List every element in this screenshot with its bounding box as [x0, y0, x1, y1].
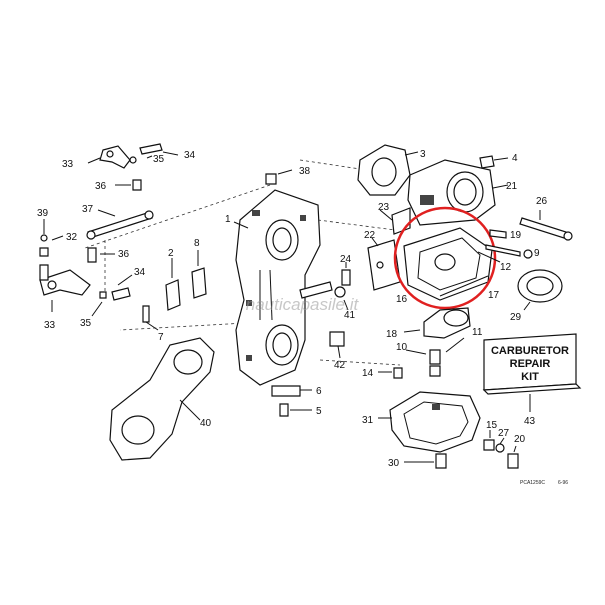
- label-36a: 36: [95, 181, 107, 192]
- diagram-code: PCA1259C: [520, 480, 545, 486]
- label-29: 29: [510, 312, 522, 323]
- label-27: 27: [498, 428, 510, 439]
- label-34a: 34: [184, 150, 196, 161]
- label-9: 9: [534, 248, 540, 259]
- gasket-3: [357, 144, 419, 196]
- kit-line-1: CARBURETOR: [491, 345, 569, 357]
- repair-kit-box: CARBURETOR REPAIR KIT: [482, 333, 582, 412]
- part-labels: 33 35 34 36 37 39 32 36 34 33 35 7 2 8 1…: [37, 149, 548, 469]
- label-22: 22: [364, 230, 376, 241]
- label-14: 14: [362, 368, 374, 379]
- label-21: 21: [506, 181, 518, 192]
- label-6: 6: [316, 386, 322, 397]
- label-30: 30: [388, 458, 400, 469]
- cover-plate-22-23: [367, 207, 411, 291]
- float-bowl-gasket: [403, 227, 493, 301]
- label-15: 15: [486, 420, 498, 431]
- screw-26: [519, 210, 573, 241]
- highlight-circle: [393, 206, 497, 310]
- bracket-6-screw-5: [271, 385, 312, 417]
- throttle-lever-top: [87, 143, 179, 191]
- float-18: [403, 307, 471, 339]
- label-35b: 35: [80, 318, 92, 329]
- left-small-parts: [39, 219, 115, 263]
- label-5: 5: [316, 406, 322, 417]
- label-10: 10: [396, 342, 408, 353]
- label-2: 2: [168, 248, 174, 259]
- label-42: 42: [334, 360, 346, 371]
- float-bowl-31: [378, 391, 481, 453]
- kit-line-3: KIT: [521, 371, 539, 383]
- label-16: 16: [396, 294, 408, 305]
- air-intake-21: [407, 159, 509, 226]
- label-43: 43: [524, 416, 536, 427]
- ring-29: [517, 269, 563, 311]
- label-4: 4: [512, 153, 518, 164]
- label-33b: 33: [44, 320, 56, 331]
- diagram-date: 6-96: [558, 480, 568, 486]
- label-31: 31: [362, 415, 374, 426]
- label-3: 3: [420, 149, 426, 160]
- label-8: 8: [194, 238, 200, 249]
- carburetor-body: [233, 189, 321, 386]
- kit-line-2: REPAIR: [510, 358, 551, 370]
- drain-screw-30: [404, 453, 447, 469]
- label-33a: 33: [62, 159, 74, 170]
- label-37: 37: [82, 204, 94, 215]
- plug-38: [265, 169, 293, 185]
- label-34b: 34: [134, 267, 146, 278]
- throttle-lever-bottom: [39, 264, 133, 317]
- label-40: 40: [200, 418, 212, 429]
- label-18: 18: [386, 329, 398, 340]
- intake-gasket: [109, 337, 215, 461]
- watermark: nauticapasile.it: [246, 295, 360, 314]
- label-26: 26: [536, 196, 548, 207]
- needle-10-pin-11: [405, 337, 465, 377]
- label-12: 12: [500, 262, 512, 273]
- label-17: 17: [488, 290, 500, 301]
- label-39: 39: [37, 208, 49, 219]
- needle-valve-parts: [299, 262, 351, 359]
- label-38: 38: [299, 166, 311, 177]
- label-23: 23: [378, 202, 390, 213]
- label-19: 19: [510, 230, 522, 241]
- label-7: 7: [158, 332, 164, 343]
- screw-7: [142, 305, 159, 331]
- label-24: 24: [340, 254, 352, 265]
- label-41: 41: [344, 310, 356, 321]
- link-rod: [86, 209, 154, 240]
- pins-19-9-12: [477, 229, 533, 263]
- label-11: 11: [472, 327, 483, 338]
- parts-15-27-20: [483, 430, 519, 469]
- label-1: 1: [225, 214, 231, 225]
- label-32: 32: [66, 232, 78, 243]
- screw-14: [378, 367, 403, 379]
- label-36b: 36: [118, 249, 130, 260]
- label-20: 20: [514, 434, 526, 445]
- label-35a: 35: [153, 154, 165, 165]
- throttle-plates: [165, 250, 207, 311]
- screw-4: [479, 155, 509, 169]
